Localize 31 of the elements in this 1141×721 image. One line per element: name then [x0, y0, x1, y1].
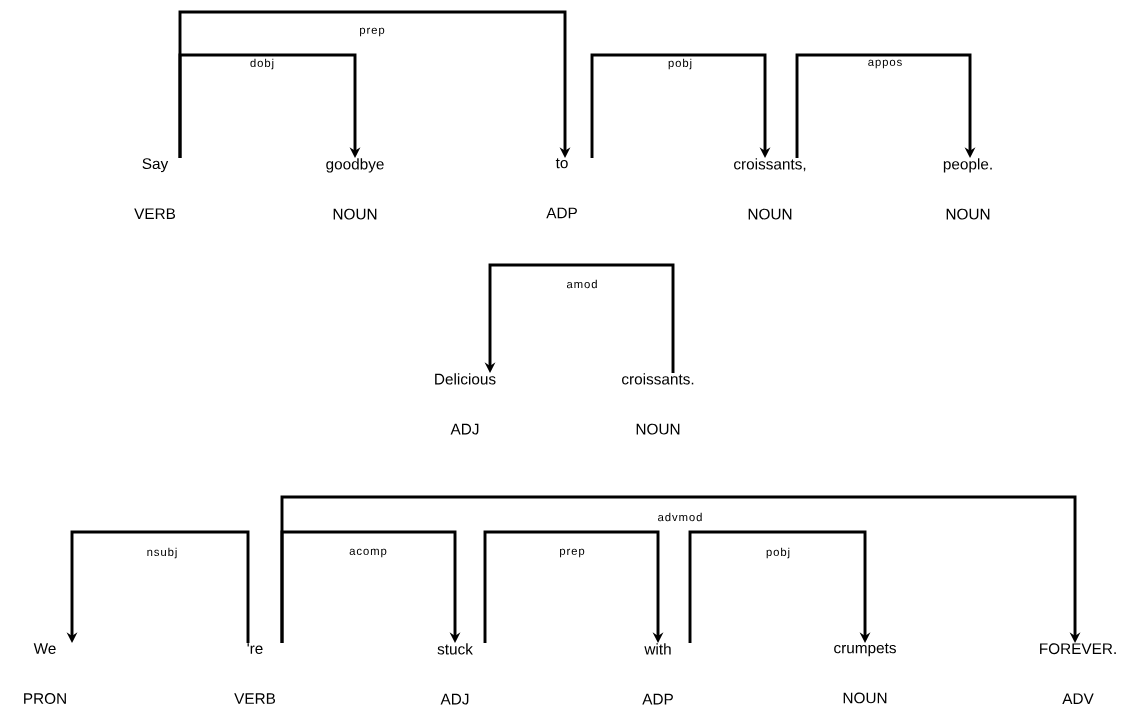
arc-arrow — [795, 53, 976, 158]
word-token: We PRON — [24, 643, 66, 704]
edge-label: advmod — [656, 511, 704, 523]
edge-label: amod — [565, 278, 599, 290]
word-token: with ADP — [642, 643, 673, 705]
word-token: croissants, NOUN — [734, 158, 806, 220]
word-token: people. NOUN — [943, 158, 992, 220]
edge-label: prep — [357, 26, 387, 38]
arc-arrow — [483, 530, 664, 643]
arc-arrow — [178, 53, 361, 158]
word-token: 're VERB — [234, 643, 276, 704]
word-token: Say VERB — [134, 158, 176, 219]
word-token: crumpets NOUN — [834, 643, 896, 704]
word-token: croissants. NOUN — [622, 373, 694, 435]
arc-arrow — [178, 10, 571, 158]
edge-label: pobj — [666, 57, 694, 71]
word-token: Delicious ADJ — [435, 373, 496, 435]
arc-arrow — [280, 530, 461, 643]
arc-arrow — [590, 53, 771, 158]
edge-label: acomp — [347, 547, 389, 559]
edge-label: dobj — [248, 57, 276, 71]
edge-label: prep — [557, 547, 587, 559]
arc-arrow — [280, 495, 1081, 643]
edge-label: pobj — [764, 546, 792, 560]
word-token: FOREVER. ADV — [1040, 643, 1116, 704]
word-token: stuck ADJ — [437, 643, 473, 705]
word-token: goodbye NOUN — [326, 158, 384, 220]
word-token: to ADP — [546, 158, 577, 219]
edge-label: nsubj — [145, 546, 179, 560]
edge-label: appos — [866, 58, 904, 70]
arc-arrow — [688, 530, 871, 643]
